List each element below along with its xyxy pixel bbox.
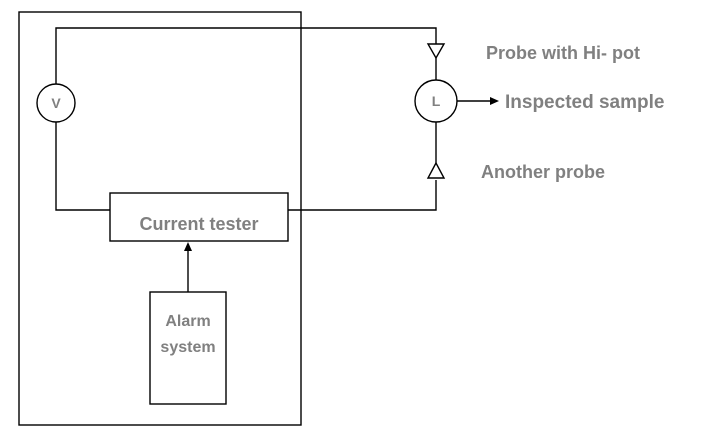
test-enclosure bbox=[18, 11, 302, 426]
alarm-label-line1: Alarm bbox=[165, 313, 210, 330]
alarm-arrow-head bbox=[184, 242, 192, 251]
another-probe-label: Another probe bbox=[481, 162, 605, 182]
right-wire bbox=[288, 180, 437, 211]
current-tester-label: Current tester bbox=[139, 214, 258, 234]
top-wire bbox=[55, 27, 437, 84]
sample-arrow-head bbox=[490, 97, 499, 105]
another-probe-triangle bbox=[426, 161, 446, 179]
left-wire bbox=[55, 122, 110, 211]
probe-hipot-label: Probe with Hi- pot bbox=[486, 43, 640, 63]
voltmeter: V bbox=[36, 83, 76, 123]
current-tester: Current tester bbox=[109, 192, 289, 242]
alarm-system: Alarm system bbox=[149, 291, 227, 405]
load-symbol: L bbox=[432, 93, 441, 109]
voltmeter-symbol: V bbox=[51, 95, 61, 111]
probe-hipot-triangle bbox=[426, 43, 446, 60]
alarm-label-line2: system bbox=[160, 339, 215, 356]
inspected-sample-label: Inspected sample bbox=[505, 92, 664, 113]
load-sample: L bbox=[414, 79, 458, 123]
